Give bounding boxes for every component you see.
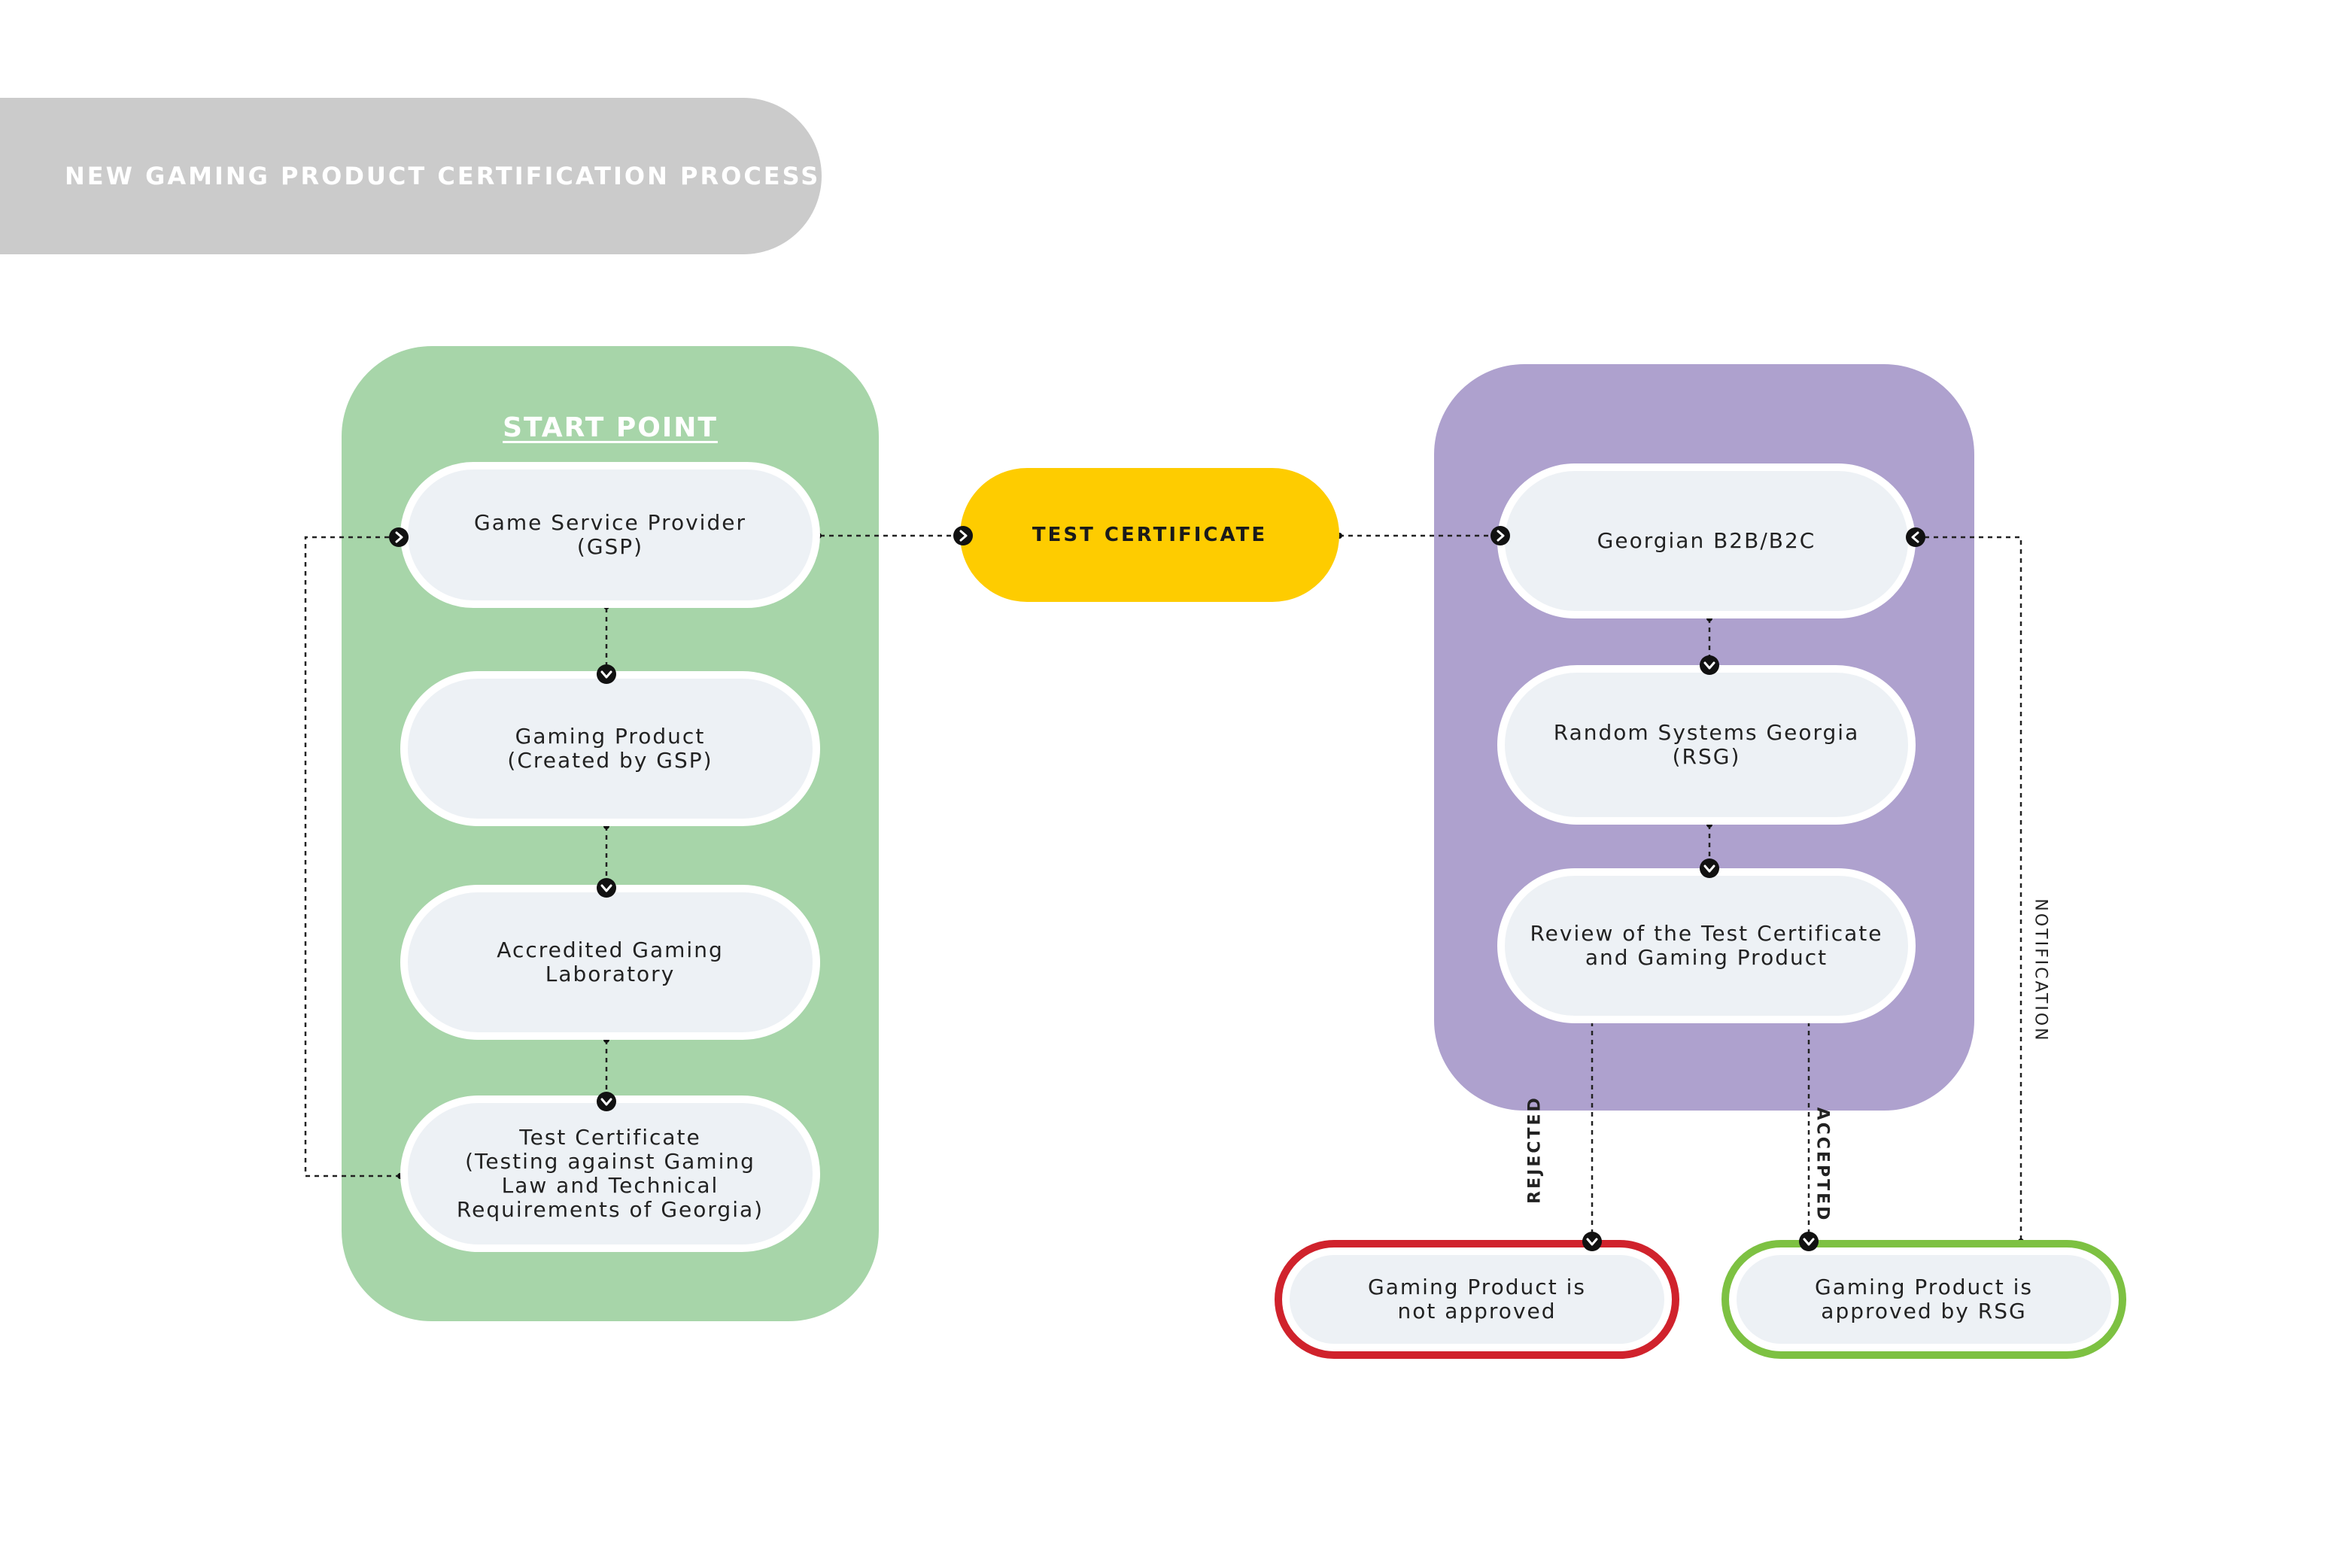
arrow-down-icon: [1797, 1230, 1820, 1253]
gaming-product-node: Gaming Product (Created by GSP): [400, 671, 820, 826]
arrow-right-icon: [387, 526, 410, 548]
arrow-down-icon: [1698, 654, 1721, 676]
arrow-down-icon: [1698, 857, 1721, 880]
arrow-left-icon: [1904, 526, 1927, 548]
title-banner: NEW GAMING PRODUCT CERTIFICATION PROCESS: [0, 98, 822, 254]
arrow-right-icon: [952, 524, 974, 547]
review-node: Review of the Test Certificate and Gamin…: [1497, 868, 1916, 1023]
arrow-down-icon: [1581, 1230, 1603, 1253]
approved-node: Gaming Product is approved by RSG: [1721, 1240, 2126, 1359]
game-service-provider-node: Game Service Provider (GSP): [400, 462, 820, 608]
test-certificate-node: Test Certificate (Testing against Gaming…: [400, 1095, 820, 1252]
arrow-down-icon: [595, 877, 618, 899]
arrow-down-icon: [595, 1090, 618, 1113]
arrow-right-icon: [1489, 524, 1512, 547]
loop-connector: [304, 536, 400, 1178]
test-certificate-pill: TEST CERTIFICATE: [960, 468, 1339, 602]
arrow-down-icon: [595, 663, 618, 685]
start-point-title: START POINT: [503, 412, 718, 443]
page-title: NEW GAMING PRODUCT CERTIFICATION PROCESS: [65, 162, 821, 190]
not-approved-node: Gaming Product is not approved: [1275, 1240, 1679, 1359]
